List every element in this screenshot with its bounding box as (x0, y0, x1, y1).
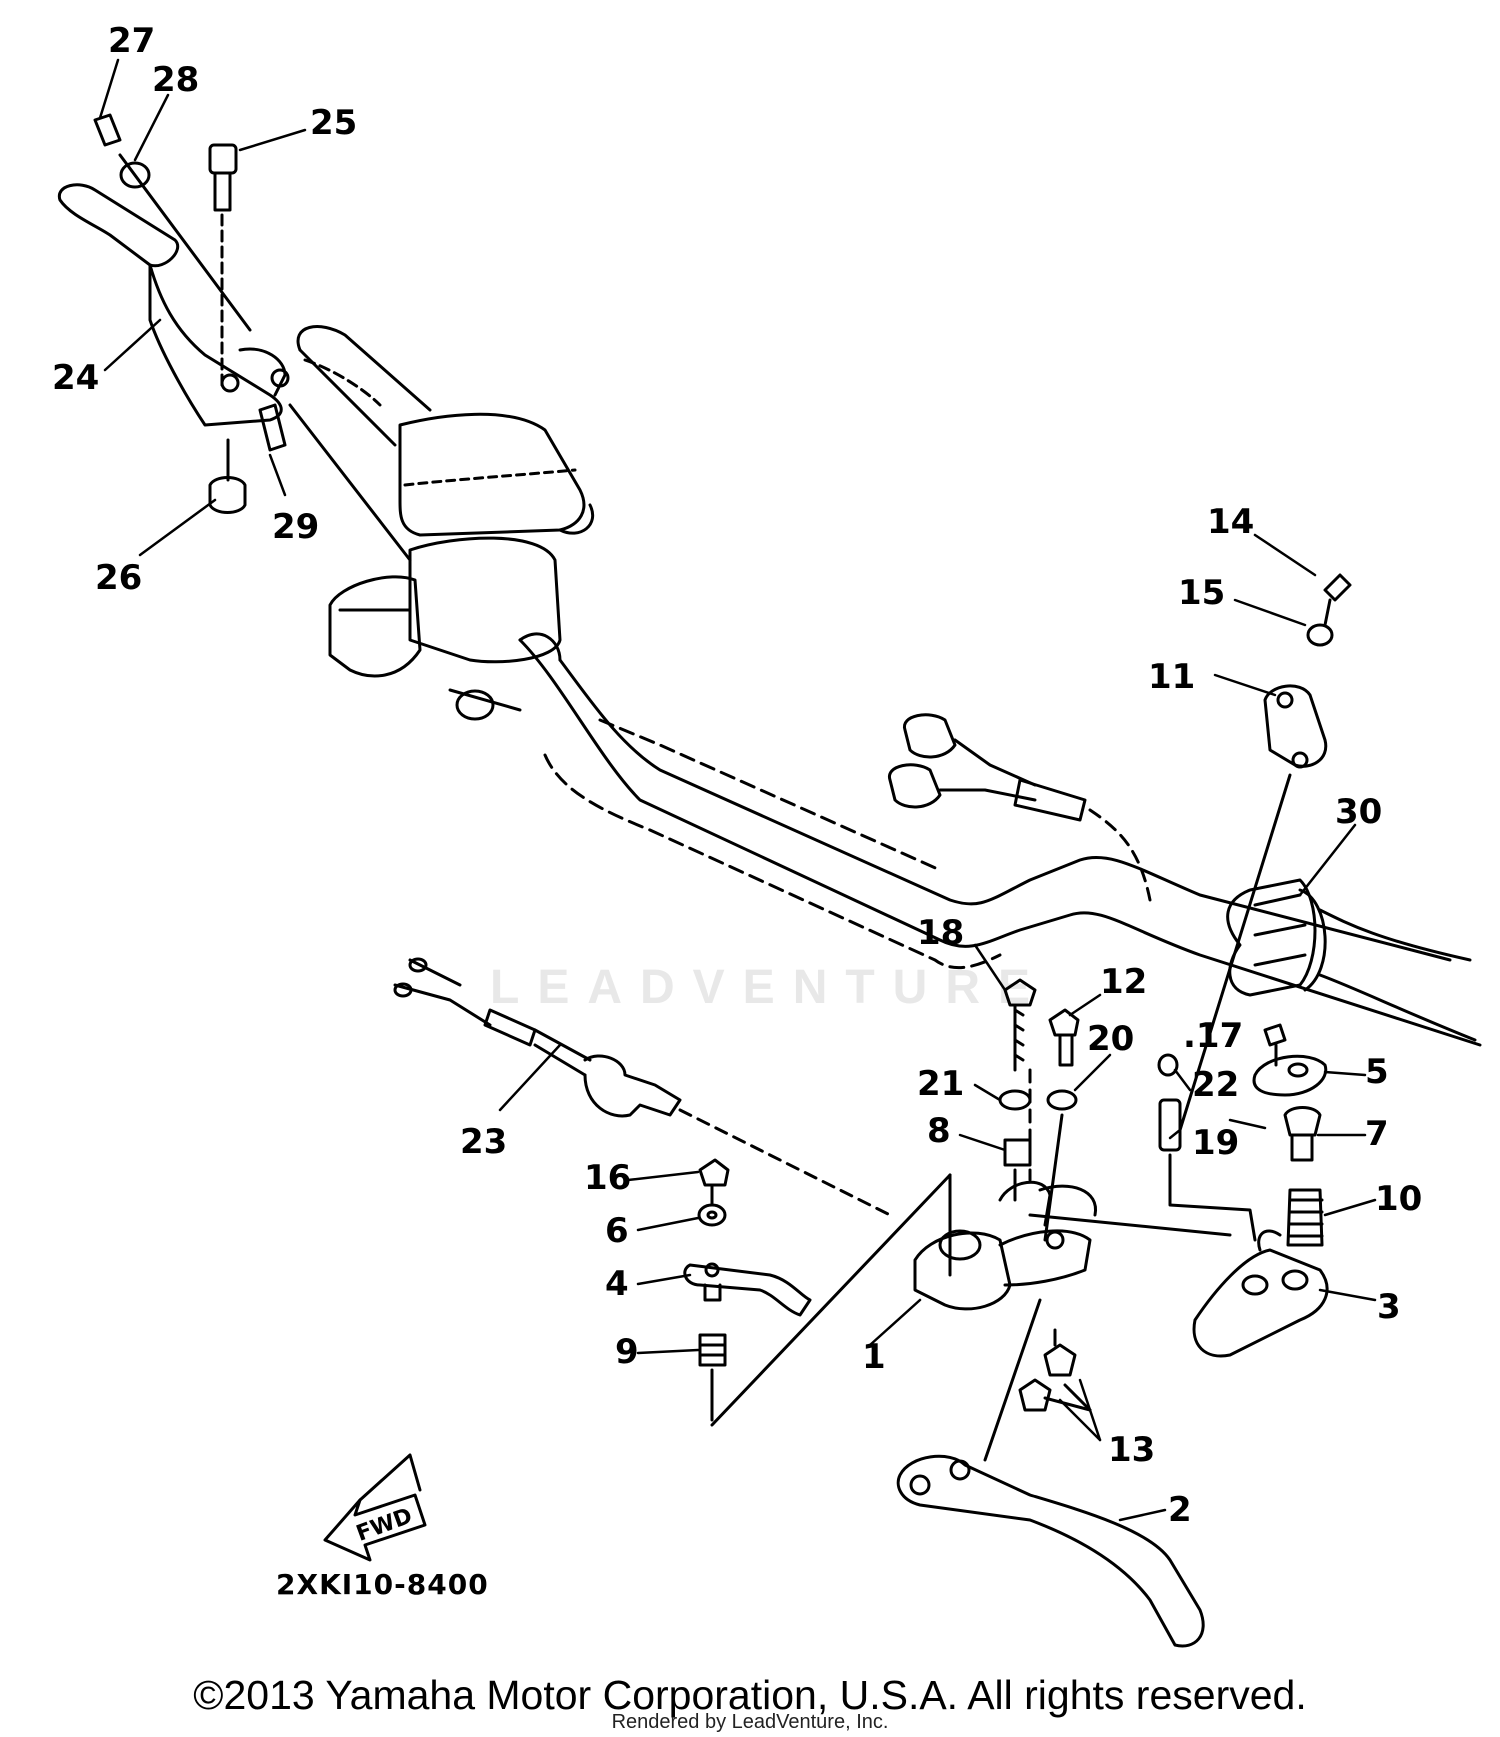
label-11: 11 (1148, 657, 1196, 697)
label-26: 26 (95, 558, 143, 598)
label-12: 12 (1100, 962, 1148, 1002)
lever-holder-3 (1192, 1229, 1329, 1358)
left-grip (296, 325, 432, 447)
label-21: 21 (917, 1064, 965, 1104)
fwd-label: FWD (353, 1504, 416, 1547)
label-2: 2 (1168, 1490, 1192, 1530)
label-8: 8 (927, 1111, 951, 1151)
label-9: 9 (615, 1332, 639, 1372)
label-15: 15 (1178, 573, 1226, 613)
label-23: 23 (460, 1122, 508, 1162)
left-hardware (93, 113, 412, 562)
label-25: 25 (310, 103, 358, 143)
label-27: 27 (108, 21, 156, 61)
cable-23 (393, 957, 892, 1217)
label-28: 28 (152, 60, 200, 100)
leader-lines (98, 58, 1377, 1522)
fwd-arrow (323, 1453, 427, 1562)
label-6: 6 (605, 1211, 629, 1251)
label-1: 1 (862, 1337, 886, 1377)
right-small-parts (1157, 1023, 1328, 1247)
copyright-notice: ©2013 Yamaha Motor Corporation, U.S.A. A… (193, 1672, 1307, 1718)
watermark-text: LEADVENTURE (490, 961, 1049, 1014)
lever-holder-1 (913, 1180, 1097, 1311)
label-18: 18 (917, 913, 965, 953)
label-24: 24 (52, 358, 100, 398)
drawing-code: 2XKI10-8400 (276, 1568, 489, 1601)
guide-lines (710, 1068, 1232, 1427)
label-13: 13 (1108, 1430, 1156, 1470)
label-7: 7 (1365, 1114, 1389, 1154)
label-22: 22 (1192, 1065, 1240, 1105)
label-19: 19 (1192, 1123, 1240, 1163)
label-5: 5 (1365, 1052, 1389, 1092)
left-lower-small-parts (683, 1158, 812, 1422)
label-16: 16 (584, 1158, 632, 1198)
upper-connectors (888, 713, 1152, 902)
clamp-11 (1178, 573, 1352, 1132)
label-20: 20 (1087, 1019, 1135, 1059)
left-master-cylinder (328, 412, 595, 721)
right-lever (896, 1454, 1205, 1648)
rendered-by-credit: Rendered by LeadVenture, Inc. (611, 1711, 889, 1733)
label-4: 4 (605, 1264, 629, 1304)
label-3: 3 (1377, 1287, 1401, 1327)
right-switch (1226, 878, 1477, 1042)
label-17: .17 (1183, 1016, 1244, 1056)
label-30: 30 (1335, 792, 1383, 832)
label-14: 14 (1207, 502, 1255, 542)
label-29: 29 (272, 507, 320, 547)
label-10: 10 (1375, 1179, 1423, 1219)
